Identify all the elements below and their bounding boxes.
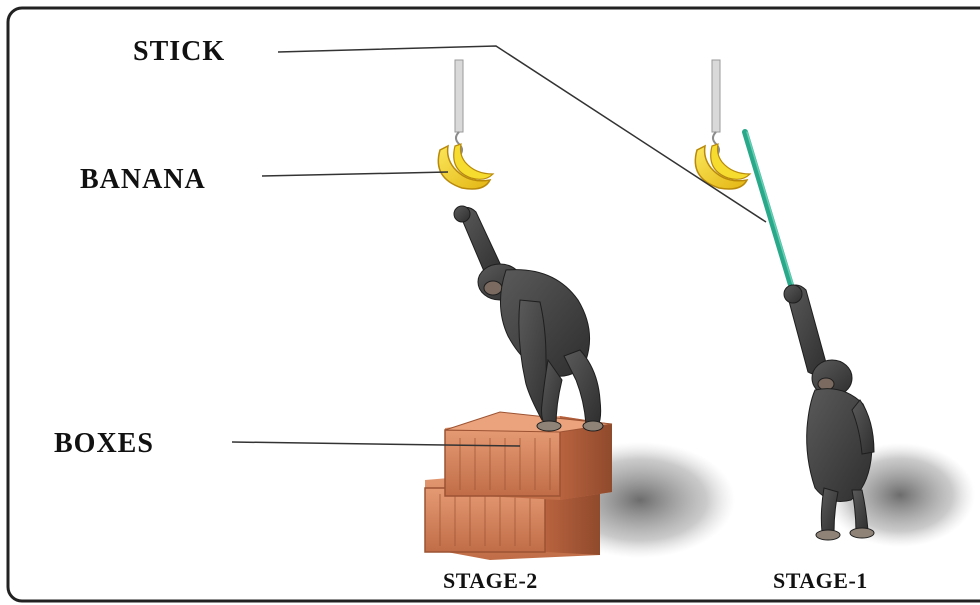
label-boxes: BOXES (54, 428, 154, 459)
label-banana: BANANA (80, 164, 206, 195)
stick (742, 129, 800, 308)
chimp-stage-2 (453, 205, 604, 432)
stage-1-scene (694, 59, 975, 547)
diagram-border (6, 6, 980, 603)
banana-left (437, 143, 495, 190)
stage-2-scene (424, 59, 735, 560)
boxes-stack (424, 411, 613, 560)
chimp-stage-1 (783, 284, 875, 541)
hanging-rope-right (711, 59, 721, 157)
label-stick: STICK (133, 36, 226, 67)
stick-leader-line (277, 45, 767, 223)
banana-right (694, 143, 752, 190)
boxes-leader-line (231, 441, 521, 447)
leader-lines (231, 45, 767, 447)
label-stage-2: STAGE-2 (443, 568, 538, 593)
hanging-rope-left (454, 59, 464, 157)
label-stage-1: STAGE-1 (773, 568, 868, 593)
banana-leader-line (261, 171, 449, 177)
